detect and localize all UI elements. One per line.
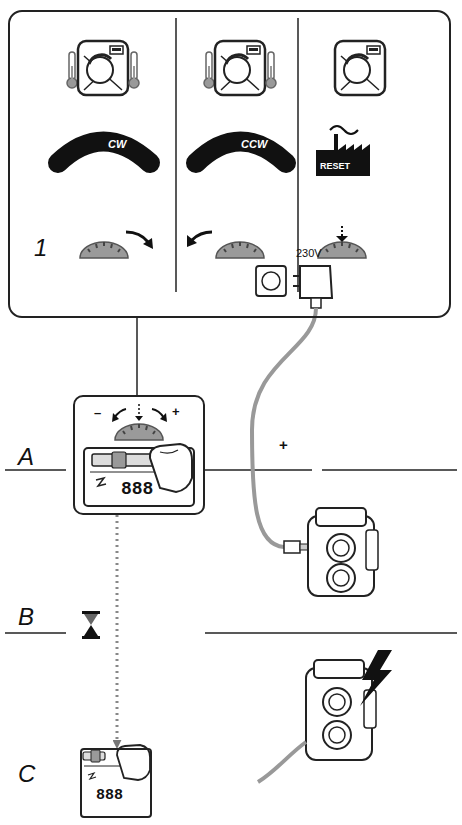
step-letter: B — [18, 605, 34, 629]
minus-sign: – — [94, 406, 101, 419]
node-text: 1 — [34, 236, 47, 260]
controller-device — [333, 570, 349, 586]
factory-reset-icon — [316, 134, 370, 176]
lcd-display — [160, 450, 178, 453]
adjust-knob — [112, 404, 167, 440]
power-adapter — [256, 266, 286, 296]
controller-row — [266, 52, 276, 88]
controller-row — [67, 41, 385, 95]
rotation-label: CCW — [241, 139, 267, 150]
rotation-label: CW — [108, 139, 126, 150]
powered-device — [323, 721, 351, 749]
lcd-display-small — [88, 773, 96, 779]
panel-divider — [175, 18, 177, 292]
lcd-display-small — [91, 750, 100, 762]
adjust-knob — [135, 416, 143, 421]
rotation-arcs — [58, 142, 150, 164]
adjust-box: 888 — [73, 395, 205, 515]
factory-reset-icon — [330, 126, 358, 134]
knob-row — [80, 242, 128, 258]
controller-row — [204, 52, 214, 88]
controller-device — [308, 516, 374, 596]
hourglass-icon — [82, 611, 100, 614]
powered-device — [329, 694, 345, 710]
powered-device — [258, 650, 392, 782]
controller-row — [78, 41, 128, 95]
step-letter: C — [18, 762, 35, 786]
reset-label: RESET — [320, 162, 350, 171]
controller-device — [333, 540, 349, 556]
voltage-label: 230V — [296, 248, 322, 259]
power-adapter — [293, 276, 300, 286]
knob-row — [187, 235, 197, 247]
power-adapter — [262, 272, 280, 290]
controller-row — [215, 41, 265, 95]
controller-device — [327, 534, 355, 562]
knob-row — [80, 226, 366, 258]
node-text: 888 — [96, 788, 123, 803]
lcd-display — [84, 444, 194, 506]
powered-device — [323, 688, 351, 716]
lcd-display-small — [117, 745, 150, 780]
knob-row — [336, 236, 348, 242]
hourglass-icon — [84, 614, 98, 625]
power-adapter — [311, 298, 321, 308]
controller-device — [327, 564, 355, 592]
plus-sign: + — [279, 437, 288, 452]
plus-sign: + — [172, 405, 180, 418]
instruction-panel: 1 — [8, 10, 451, 318]
knob-row — [216, 242, 264, 258]
node-text: 888 — [121, 480, 153, 498]
powered-device — [314, 660, 364, 678]
knob-row — [192, 232, 212, 240]
section-lines — [205, 632, 457, 634]
powered-device — [306, 668, 372, 760]
controller-row — [335, 41, 385, 95]
panel-divider — [176, 18, 298, 292]
lcd-display — [112, 452, 126, 468]
controller-device — [366, 530, 378, 570]
controller-device — [316, 508, 366, 526]
knob-row — [126, 232, 148, 242]
lcd-display — [96, 478, 106, 486]
adjust-knob — [112, 413, 119, 422]
knob-row — [341, 226, 343, 236]
section-lines — [5, 469, 66, 471]
lcd-display — [150, 444, 192, 492]
section-lines — [5, 632, 66, 634]
hourglass-icon — [84, 625, 98, 636]
connector — [116, 515, 119, 748]
powered-device — [360, 650, 392, 706]
adjust-knob — [115, 424, 163, 440]
section-lines — [322, 469, 457, 471]
factory-reset-icon — [316, 126, 370, 176]
hourglass-icon — [82, 611, 100, 639]
connector — [136, 318, 138, 395]
power-adapter — [284, 541, 300, 553]
section-lines — [205, 469, 312, 471]
controller-row — [67, 52, 77, 88]
controller-row — [129, 52, 139, 88]
adjust-knob — [138, 404, 140, 416]
adjust-knob — [160, 413, 167, 422]
display-box: 888 — [80, 748, 152, 818]
knob-row — [143, 238, 153, 249]
controller-device — [308, 508, 378, 596]
lcd-display-small — [83, 745, 150, 780]
knob-row — [318, 242, 366, 258]
power-adapter — [252, 308, 316, 547]
powered-device — [329, 727, 345, 743]
hourglass-icon — [82, 636, 100, 639]
power-adapter — [300, 266, 332, 298]
powered-device — [258, 742, 306, 782]
adjust-knob — [152, 409, 164, 418]
step-letter: A — [18, 445, 34, 469]
